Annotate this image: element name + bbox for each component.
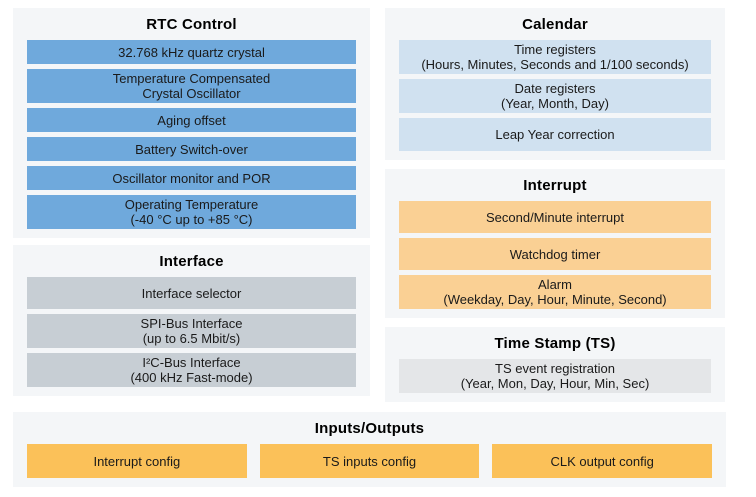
- box-line: Watchdog timer: [509, 246, 601, 262]
- box-second-minute-interrupt: Second/Minute interrupt: [399, 201, 711, 233]
- inputs-outputs-boxes: Interrupt config TS inputs config CLK ou…: [27, 444, 713, 478]
- box-ts-inputs-config: TS inputs config: [259, 444, 480, 478]
- box-time-registers: Time registers (Hours, Minutes, Seconds …: [399, 40, 711, 74]
- box-line: Aging offset: [157, 112, 226, 128]
- box-leap-year-correction: Leap Year correction: [399, 118, 711, 151]
- panel-interrupt: Interrupt Second/Minute interrupt Watchd…: [385, 169, 725, 318]
- box-line: TS event registration: [495, 361, 615, 376]
- box-line: (-40 °C up to +85 °C): [130, 212, 253, 227]
- panel-inputs-outputs: Inputs/Outputs Interrupt config TS input…: [13, 412, 726, 487]
- box-line: Battery Switch-over: [135, 141, 248, 157]
- box-line: Date registers: [514, 81, 596, 96]
- box-line: (Hours, Minutes, Seconds and 1/100 secon…: [421, 57, 689, 72]
- box-line: Second/Minute interrupt: [485, 209, 625, 225]
- box-line: Interface selector: [141, 285, 242, 301]
- box-oscillator-monitor-por: Oscillator monitor and POR: [27, 166, 356, 190]
- box-line: TS inputs config: [322, 453, 417, 469]
- box-interface-selector: Interface selector: [27, 277, 356, 309]
- panel-rtc-control: RTC Control 32.768 kHz quartz crystal Te…: [13, 8, 370, 238]
- box-line: (Year, Mon, Day, Hour, Min, Sec): [460, 376, 650, 391]
- box-operating-temperature: Operating Temperature (-40 °C up to +85 …: [27, 195, 356, 229]
- interface-boxes: Interface selector SPI-Bus Interface (up…: [27, 277, 356, 387]
- box-line: Oscillator monitor and POR: [112, 170, 271, 186]
- diagram-columns: RTC Control 32.768 kHz quartz crystal Te…: [13, 8, 726, 402]
- panel-time-stamp: Time Stamp (TS) TS event registration (Y…: [385, 327, 725, 402]
- box-line: CLK output config: [550, 453, 654, 469]
- panel-title-calendar: Calendar: [522, 16, 588, 33]
- calendar-boxes: Time registers (Hours, Minutes, Seconds …: [399, 40, 711, 151]
- panel-title-rtc-control: RTC Control: [146, 16, 237, 33]
- panel-title-interface: Interface: [159, 253, 224, 270]
- box-interrupt-config: Interrupt config: [27, 444, 247, 478]
- panel-calendar: Calendar Time registers (Hours, Minutes,…: [385, 8, 725, 160]
- box-line: Crystal Oscillator: [142, 86, 241, 101]
- panel-interface: Interface Interface selector SPI-Bus Int…: [13, 245, 370, 396]
- left-column: RTC Control 32.768 kHz quartz crystal Te…: [13, 8, 370, 402]
- box-line: I²C-Bus Interface: [142, 355, 241, 370]
- box-quartz-crystal: 32.768 kHz quartz crystal: [27, 40, 356, 64]
- box-line: Temperature Compensated: [112, 71, 271, 86]
- box-line: SPI-Bus Interface: [140, 316, 243, 331]
- box-line: Leap Year correction: [495, 127, 615, 142]
- rtc-control-boxes: 32.768 kHz quartz crystal Temperature Co…: [27, 40, 356, 229]
- box-line: Alarm: [538, 277, 572, 292]
- panel-title-interrupt: Interrupt: [523, 177, 587, 194]
- box-battery-switchover: Battery Switch-over: [27, 137, 356, 161]
- interrupt-boxes: Second/Minute interrupt Watchdog timer A…: [399, 201, 711, 309]
- panel-title-time-stamp: Time Stamp (TS): [494, 335, 616, 352]
- box-spi-bus-interface: SPI-Bus Interface (up to 6.5 Mbit/s): [27, 314, 356, 348]
- box-line: Operating Temperature: [124, 197, 259, 212]
- box-clk-output-config: CLK output config: [492, 444, 713, 478]
- box-line: 32.768 kHz quartz crystal: [118, 44, 265, 60]
- box-line: (Year, Month, Day): [501, 96, 609, 111]
- box-i2c-bus-interface: I²C-Bus Interface (400 kHz Fast-mode): [27, 353, 356, 387]
- box-line: Interrupt config: [93, 453, 181, 469]
- time-stamp-boxes: TS event registration (Year, Mon, Day, H…: [399, 359, 711, 393]
- box-alarm: Alarm (Weekday, Day, Hour, Minute, Secon…: [399, 275, 711, 309]
- box-line: (Weekday, Day, Hour, Minute, Second): [443, 292, 667, 307]
- right-column: Calendar Time registers (Hours, Minutes,…: [385, 8, 725, 402]
- panel-title-inputs-outputs: Inputs/Outputs: [314, 420, 425, 437]
- box-ts-event-registration: TS event registration (Year, Mon, Day, H…: [399, 359, 711, 393]
- box-watchdog-timer: Watchdog timer: [399, 238, 711, 270]
- box-line: (up to 6.5 Mbit/s): [142, 331, 241, 346]
- box-tcxo: Temperature Compensated Crystal Oscillat…: [27, 69, 356, 103]
- box-aging-offset: Aging offset: [27, 108, 356, 132]
- box-line: Time registers: [514, 42, 596, 57]
- box-date-registers: Date registers (Year, Month, Day): [399, 79, 711, 113]
- box-line: (400 kHz Fast-mode): [130, 370, 253, 385]
